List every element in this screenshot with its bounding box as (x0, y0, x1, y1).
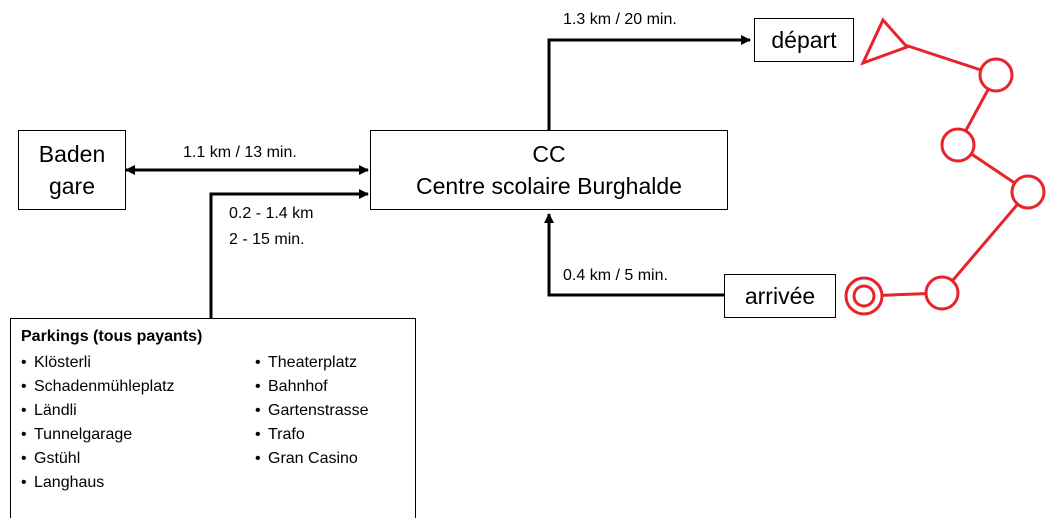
course-route (844, 17, 1046, 316)
checkpoint-4-icon (924, 275, 960, 311)
parking-item: Trafo (255, 423, 368, 447)
parking-item: Klösterli (21, 351, 255, 375)
node-centre-scolaire: CC Centre scolaire Burghalde (370, 130, 728, 210)
parking-item: Ländli (21, 399, 255, 423)
parking-item: Gran Casino (255, 447, 368, 471)
parking-list-box: Parkings (tous payants) Klösterli Schade… (10, 318, 416, 518)
parking-list-column-2: Theaterplatz Bahnhof Gartenstrasse Trafo… (255, 351, 368, 495)
edge-label-cc-depart: 1.3 km / 20 min. (563, 11, 677, 28)
parking-list-column-1: Klösterli Schadenmühleplatz Ländli Tunne… (21, 351, 255, 495)
parking-item: Bahnhof (255, 375, 368, 399)
parking-item: Gartenstrasse (255, 399, 368, 423)
parking-item: Theaterplatz (255, 351, 368, 375)
node-depart: départ (754, 18, 854, 62)
parking-item: Tunnelgarage (21, 423, 255, 447)
node-baden-line2: gare (48, 173, 96, 199)
node-depart-label: départ (771, 27, 837, 53)
parking-list-columns: Klösterli Schadenmühleplatz Ländli Tunne… (21, 351, 415, 495)
node-baden-line1: Baden (38, 141, 106, 167)
cc-depart-arrow (547, 35, 751, 130)
node-arrivee-label: arrivée (744, 283, 816, 309)
checkpoint-2-icon (940, 127, 976, 163)
start-triangle-icon (860, 17, 910, 66)
edge-label-baden-cc: 1.1 km / 13 min. (183, 144, 297, 161)
parking-item: Schadenmühleplatz (21, 375, 255, 399)
edge-label-parking-cc-time: 2 - 15 min. (229, 231, 305, 248)
edge-label-arrivee-cc: 0.4 km / 5 min. (563, 267, 668, 284)
parking-cc-arrow (209, 189, 369, 318)
parking-item: Gstühl (21, 447, 255, 471)
node-arrivee: arrivée (724, 274, 836, 318)
node-baden-gare: Baden gare (18, 130, 126, 210)
checkpoint-3-icon (1010, 174, 1046, 210)
edge-label-parking-cc-distance: 0.2 - 1.4 km (229, 205, 314, 222)
arrivee-cc-arrow (544, 213, 724, 297)
node-cc-line2: Centre scolaire Burghalde (416, 173, 682, 199)
node-cc-line1: CC (532, 141, 566, 167)
finish-inner-ring-icon (852, 284, 876, 308)
diagram-connections (125, 17, 1046, 318)
parking-item: Langhaus (21, 471, 255, 495)
checkpoint-1-icon (978, 57, 1014, 93)
parking-list-title: Parkings (tous payants) (21, 328, 203, 345)
